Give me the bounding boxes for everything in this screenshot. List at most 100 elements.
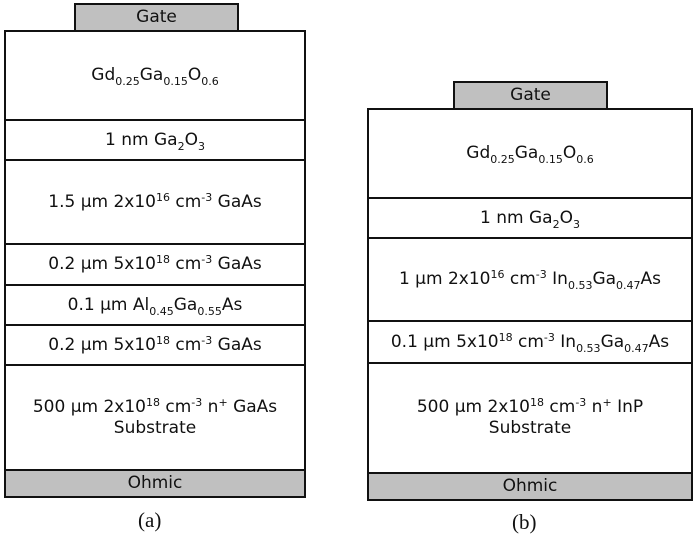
label-text: cm	[544, 397, 576, 417]
label-text: 1 nm Ga	[480, 207, 553, 228]
panel-caption: (b)	[512, 510, 537, 534]
layer-label: 1 μm 2x1016 cm-3 In0.53Ga0.47As	[399, 268, 661, 292]
subscript: 3	[197, 139, 205, 153]
superscript: 18	[155, 253, 170, 266]
superscript: -3	[201, 253, 213, 266]
label-text: cm	[169, 334, 202, 355]
superscript: +	[602, 396, 612, 409]
label-text: InP	[611, 397, 644, 417]
label-text: As	[648, 331, 670, 352]
superscript: -3	[201, 190, 213, 204]
label-text: As	[221, 294, 243, 315]
label-text: GaAs	[227, 396, 278, 417]
label-text: O	[559, 207, 573, 228]
label-text: Ga	[173, 294, 198, 315]
superscript: 16	[490, 268, 505, 281]
label-text: O	[562, 143, 577, 163]
subscript: 2	[177, 139, 185, 153]
label-text: 1.5 μm 2x10	[48, 191, 156, 212]
layer-label: Substrate	[489, 418, 571, 439]
label-text: cm	[512, 331, 544, 352]
label-text: Gd	[91, 65, 116, 85]
label-text: cm	[504, 269, 536, 289]
label-text: n	[586, 397, 603, 417]
material-layer: 1.5 μm 2x1016 cm-3 GaAs	[4, 159, 306, 245]
superscript: 18	[498, 330, 513, 344]
label-text: Substrate	[113, 417, 197, 438]
label-text: cm	[169, 191, 202, 212]
superscript: +	[218, 395, 228, 409]
subscript: 0.47	[624, 341, 649, 355]
label-text: Ga	[600, 331, 625, 352]
superscript: 18	[530, 396, 544, 409]
label-text: Ga	[592, 269, 617, 289]
label-text: n	[202, 396, 219, 417]
label-text: cm	[169, 254, 202, 274]
material-layer: 1 nm Ga2O3	[367, 197, 693, 239]
label-text: Ga	[139, 65, 164, 85]
subscript: 0.55	[197, 304, 222, 318]
label-text: 0.2 μm 5x10	[48, 334, 156, 355]
subscript: 3	[572, 217, 580, 231]
superscript: 18	[155, 333, 170, 347]
superscript: -3	[543, 330, 555, 344]
layer-label: 0.1 μm 5x1018 cm-3 In0.53Ga0.47As	[390, 330, 670, 355]
subscript: 0.15	[538, 153, 563, 166]
layer-label: 1.5 μm 2x1016 cm-3 GaAs	[48, 192, 262, 213]
subscript: 0.6	[576, 153, 594, 166]
label-text: Ga	[514, 143, 539, 163]
label-text: Substrate	[488, 418, 572, 438]
material-layer: 0.2 μm 5x1018 cm-3 GaAs	[4, 324, 306, 366]
subscript: 0.53	[576, 341, 601, 355]
subscript: 2	[552, 217, 560, 231]
superscript: 18	[145, 395, 160, 409]
material-layer: Gd0.25Ga0.15O0.6	[4, 30, 306, 121]
layer-label: 0.1 μm Al0.45Ga0.55As	[67, 294, 243, 318]
material-layer: 0.1 μm Al0.45Ga0.55As	[4, 284, 306, 326]
subscript: 0.47	[616, 279, 641, 292]
layer-label: Gd0.25Ga0.15O0.6	[466, 143, 594, 166]
label-text: GaAs	[212, 191, 262, 212]
layer-label: Gd0.25Ga0.15O0.6	[91, 65, 219, 88]
superscript: -3	[191, 395, 203, 409]
layer-label: Substrate	[114, 418, 196, 439]
label-text: 500 μm 2x10	[32, 396, 146, 417]
superscript: 16	[155, 190, 170, 204]
layer-label: 0.2 μm 5x1018 cm-3 GaAs	[48, 254, 262, 275]
label-text: GaAs	[212, 254, 262, 274]
label-text: 1 nm Ga	[105, 129, 178, 150]
label-text: O	[187, 65, 202, 85]
label-text: 0.1 μm Al	[67, 294, 150, 315]
label-text: cm	[159, 396, 192, 417]
subscript: 0.25	[490, 153, 515, 166]
subscript: 0.25	[115, 75, 140, 88]
layer-label: 0.2 μm 5x1018 cm-3 GaAs	[48, 335, 262, 356]
label-text: In	[546, 269, 568, 289]
subscript: 0.6	[201, 75, 219, 88]
subscript: 0.15	[163, 75, 188, 88]
material-layer: 0.2 μm 5x1018 cm-3 GaAs	[4, 243, 306, 286]
ohmic-contact: Ohmic	[4, 469, 306, 498]
layer-label: 500 μm 2x1018 cm-3 n+ InP	[417, 397, 643, 418]
label-text: Gd	[466, 143, 491, 163]
panel-caption: (a)	[138, 508, 162, 532]
subscript: 0.45	[149, 304, 174, 318]
material-layer: 1 μm 2x1016 cm-3 In0.53Ga0.47As	[367, 237, 693, 322]
superscript: -3	[535, 268, 547, 281]
layer-label: 1 nm Ga2O3	[105, 129, 205, 153]
material-layer: 0.1 μm 5x1018 cm-3 In0.53Ga0.47As	[367, 320, 693, 364]
label-text: GaAs	[212, 334, 262, 355]
label-text: In	[554, 331, 577, 352]
subscript: 0.53	[567, 279, 593, 292]
material-layer: Gd0.25Ga0.15O0.6	[367, 108, 693, 199]
gate-contact: Gate	[74, 3, 239, 32]
label-text: 500 μm 2x10	[416, 397, 530, 417]
layer-label: 500 μm 2x1018 cm-3 n+ GaAs	[33, 397, 277, 418]
ohmic-contact: Ohmic	[367, 472, 693, 501]
gate-contact: Gate	[453, 81, 608, 110]
superscript: -3	[201, 333, 213, 347]
label-text: 0.1 μm 5x10	[390, 331, 499, 352]
layer-label: 1 nm Ga2O3	[480, 207, 580, 231]
